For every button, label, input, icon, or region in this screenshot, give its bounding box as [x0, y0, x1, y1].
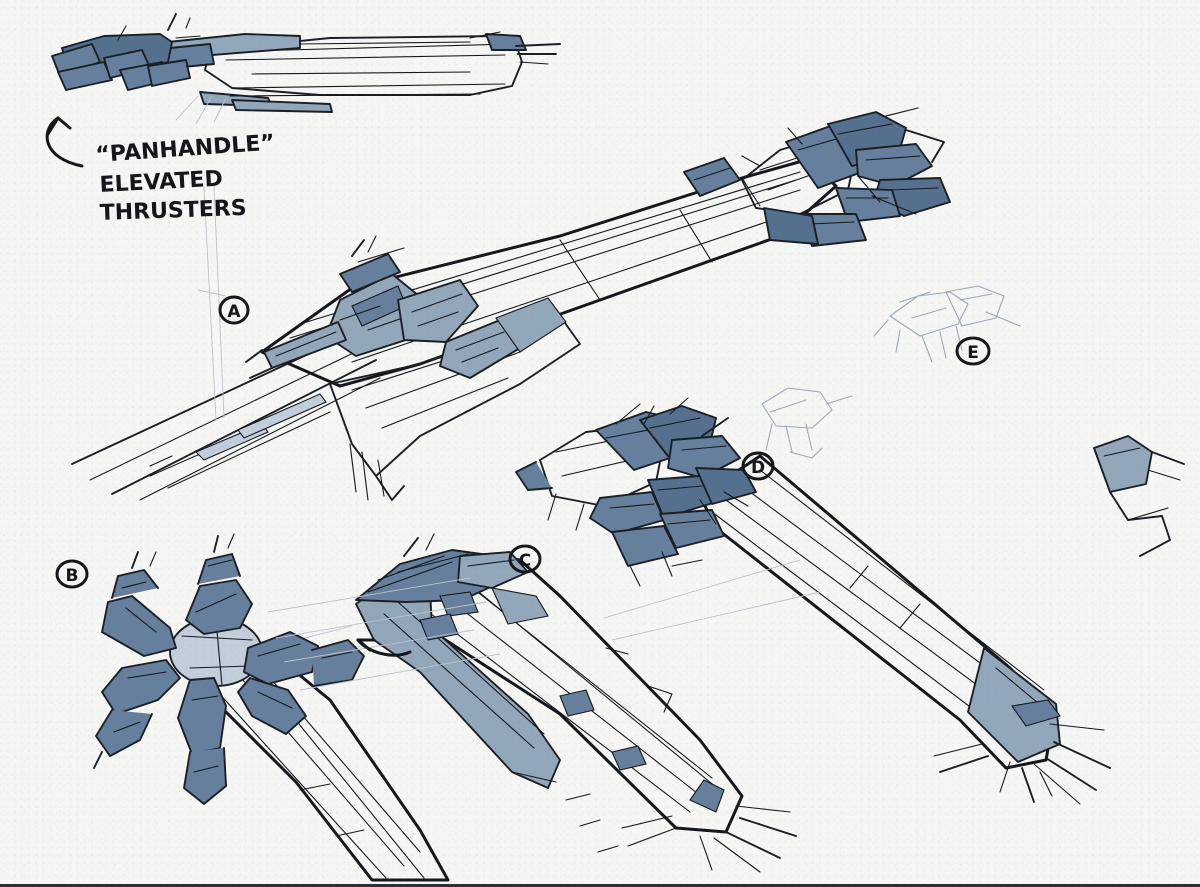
- view-top-profile: [51, 13, 561, 125]
- curved-arrow-up-left: [45, 116, 84, 168]
- label-E-text: E: [967, 343, 979, 363]
- scan-bottom-edge: [0, 884, 1200, 887]
- label-C-text: C: [519, 551, 531, 571]
- view-e-ghost: [761, 285, 1021, 459]
- view-c-dorsal: [245, 533, 821, 873]
- curved-arrow-left: [356, 638, 412, 657]
- label-D-text: D: [751, 458, 765, 478]
- view-labels: A B C D E: [55, 295, 991, 589]
- view-a-hero: [71, 107, 951, 501]
- annotation-line-3: THRUSTERS: [99, 196, 247, 226]
- label-A-text: A: [227, 302, 241, 322]
- view-b-radial: [93, 533, 501, 882]
- label-B: B: [55, 559, 89, 589]
- label-D: D: [741, 451, 775, 481]
- label-B-text: B: [66, 566, 79, 586]
- label-C: C: [508, 544, 542, 574]
- label-E: E: [955, 336, 991, 366]
- view-d-engine-block: [515, 397, 1185, 805]
- label-A: A: [218, 295, 250, 325]
